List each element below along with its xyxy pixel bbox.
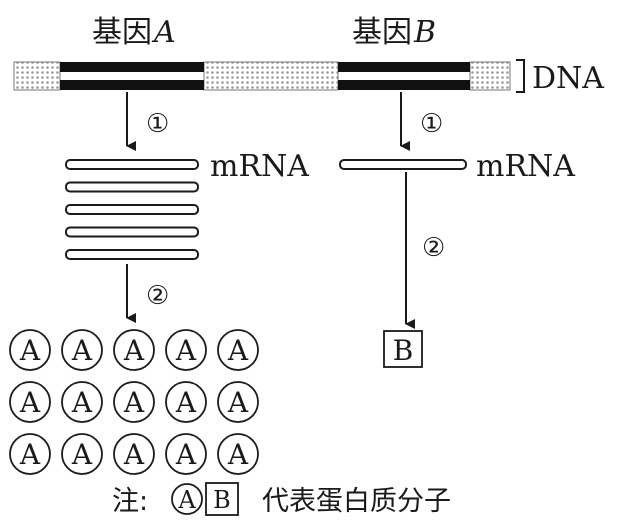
gene-a-strand-bottom xyxy=(60,80,204,90)
protein-a-letter: A xyxy=(71,334,93,367)
gene-b-label: 基因 B xyxy=(352,15,436,50)
protein-b-molecule: B xyxy=(383,330,423,368)
protein-a-molecule xyxy=(165,433,207,475)
gene-a-label: 基因 A xyxy=(92,15,176,50)
svg-text:B: B xyxy=(413,15,436,50)
legend-note: 注: A B 代表蛋白质分子 xyxy=(112,482,451,517)
note-protein-a-letter: A xyxy=(177,486,196,514)
protein-a-letter: A xyxy=(123,438,145,471)
gene-a-strand-top xyxy=(60,62,204,72)
mrna-strand-gene-a xyxy=(65,181,199,193)
protein-a-molecule xyxy=(165,381,207,423)
protein-a-molecule xyxy=(217,381,259,423)
protein-a-molecule xyxy=(9,433,51,475)
protein-b-letter: B xyxy=(393,334,414,367)
gene-b-strand-top xyxy=(338,62,470,72)
protein-a-molecule xyxy=(113,381,155,423)
dna-noncoding-middle xyxy=(203,61,339,91)
gene-b-strand-bottom xyxy=(338,80,470,90)
svg-text:基因: 基因 xyxy=(352,15,412,50)
protein-a-molecule xyxy=(165,329,207,371)
protein-a-letter: A xyxy=(227,386,249,419)
protein-a-molecule xyxy=(61,381,103,423)
protein-a-molecule xyxy=(217,433,259,475)
dna-double-strand xyxy=(13,61,511,91)
note-protein-a-circle xyxy=(171,483,203,515)
protein-b-box xyxy=(383,330,423,368)
step-1-label-gene-a: ① xyxy=(146,109,169,139)
protein-a-molecule xyxy=(9,381,51,423)
mrna-strand-gene-b xyxy=(339,159,467,170)
svg-text:A: A xyxy=(151,15,176,50)
protein-a-letter: A xyxy=(19,334,41,367)
note-protein-b-letter: B xyxy=(213,486,231,514)
dna-noncoding-left xyxy=(13,61,61,91)
mrna-strand-gene-a xyxy=(65,159,199,170)
protein-a-molecule xyxy=(113,433,155,475)
protein-a-molecule xyxy=(9,329,51,371)
protein-a-letter: A xyxy=(227,438,249,471)
protein-a-molecule xyxy=(61,433,103,475)
protein-a-letter: A xyxy=(175,386,197,419)
dna-label: DNA xyxy=(532,61,604,96)
step-2-label-gene-a: ② xyxy=(146,281,169,311)
note-prefix: 注: xyxy=(112,486,148,517)
mrna-label-gene-b: mRNA xyxy=(476,149,575,184)
mrna-stack-gene-a xyxy=(65,159,199,260)
mrna-label-gene-a: mRNA xyxy=(210,149,309,184)
protein-a-letter: A xyxy=(71,386,93,419)
mrna-strand-gene-a xyxy=(65,226,199,238)
protein-a-letter: A xyxy=(175,334,197,367)
protein-a-letter: A xyxy=(227,334,249,367)
protein-a-molecule xyxy=(61,329,103,371)
protein-a-letter: A xyxy=(71,438,93,471)
protein-a-letter: A xyxy=(19,438,41,471)
note-text: 代表蛋白质分子 xyxy=(262,486,451,517)
protein-a-letter: A xyxy=(123,386,145,419)
protein-a-letter: A xyxy=(175,438,197,471)
protein-a-letter: A xyxy=(19,386,41,419)
note-protein-b-box xyxy=(205,482,239,516)
dna-noncoding-right xyxy=(469,61,511,91)
dna-bracket xyxy=(516,59,525,93)
svg-text:基因: 基因 xyxy=(92,15,152,50)
protein-a-letter: A xyxy=(123,334,145,367)
protein-a-molecule xyxy=(113,329,155,371)
mrna-strand-gene-a xyxy=(65,249,199,260)
mrna-strand-gene-a xyxy=(65,204,199,215)
step-1-label-gene-b: ① xyxy=(420,109,443,139)
protein-a-molecule xyxy=(217,329,259,371)
step-2-label-gene-b: ② xyxy=(422,233,445,263)
